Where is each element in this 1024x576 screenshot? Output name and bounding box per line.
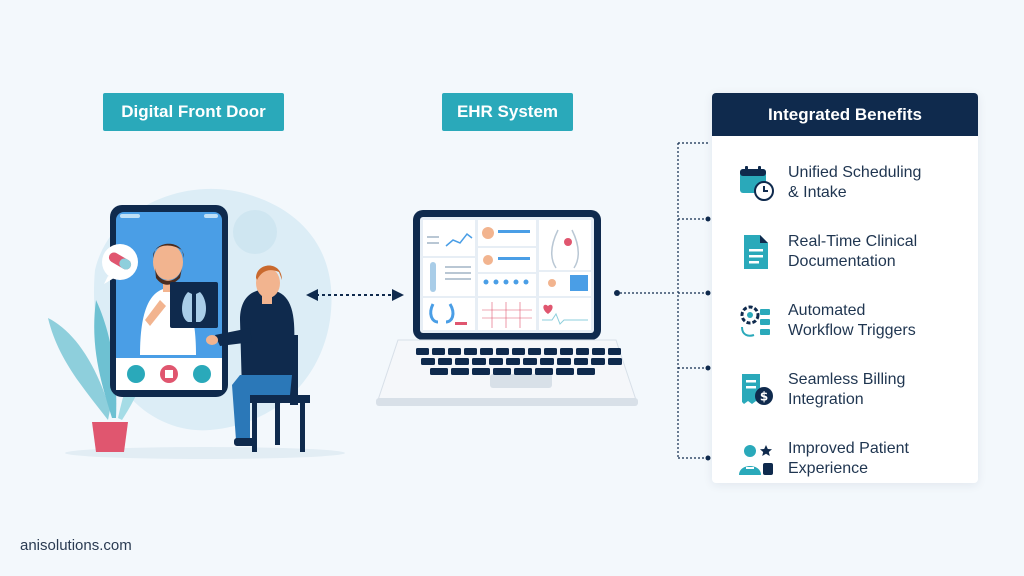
keyboard-key <box>523 358 537 365</box>
billing-receipt-icon: $ <box>742 374 773 405</box>
keyboard-key <box>560 348 573 355</box>
workflow-gear-icon <box>740 305 770 337</box>
footer-brand: anisolutions.com <box>20 537 132 554</box>
keyboard-key <box>576 348 589 355</box>
benefit-label: Seamless Billing Integration <box>788 371 906 408</box>
keyboard-key <box>592 348 605 355</box>
keyboard-key <box>512 348 525 355</box>
keyboard-key <box>472 368 490 375</box>
smartphone <box>110 205 228 397</box>
keyboard-key <box>432 348 445 355</box>
benefit-label: Real-Time Clinical Documentation <box>788 233 918 270</box>
svg-text:$: $ <box>760 390 768 404</box>
keyboard-key <box>438 358 452 365</box>
keyboard-key <box>416 348 429 355</box>
keyboard-key <box>430 368 448 375</box>
integrated-benefits-card: Integrated Benefits Unified Scheduling &… <box>712 93 978 483</box>
keyboard-key <box>577 368 595 375</box>
keyboard-key <box>591 358 605 365</box>
digital-front-door-label: Digital Front Door <box>103 93 284 131</box>
benefit-label: Unified Scheduling & Intake <box>788 164 922 201</box>
patient-on-chair <box>206 265 310 452</box>
keyboard-key <box>480 348 493 355</box>
keyboard-key <box>544 348 557 355</box>
benefit-label: Automated Workflow Triggers <box>788 302 916 339</box>
keyboard-key <box>472 358 486 365</box>
background-circle <box>233 210 277 254</box>
benefit-item: $ Seamless Billing Integration <box>712 360 978 420</box>
benefit-item: Automated Workflow Triggers <box>712 291 978 351</box>
benefit-label: Improved Patient Experience <box>788 440 909 477</box>
keyboard-key <box>556 368 574 375</box>
keyboard-key <box>514 368 532 375</box>
keyboard-key <box>421 358 435 365</box>
laptop <box>376 210 638 406</box>
keyboard <box>416 348 622 375</box>
connector-arrow <box>306 289 404 301</box>
keyboard-key <box>608 358 622 365</box>
keyboard-key <box>455 358 469 365</box>
keyboard-key <box>506 358 520 365</box>
keyboard-key <box>448 348 461 355</box>
medicine-bubble <box>102 244 138 284</box>
benefit-connectors <box>614 142 711 461</box>
benefits-title: Integrated Benefits <box>712 93 978 136</box>
keyboard-key <box>574 358 588 365</box>
patient-star-icon <box>739 445 773 475</box>
benefit-item: Unified Scheduling & Intake <box>712 153 978 213</box>
keyboard-key <box>464 348 477 355</box>
keyboard-key <box>451 368 469 375</box>
keyboard-key <box>557 358 571 365</box>
floor-shadow <box>65 447 345 459</box>
calendar-clock-icon <box>740 166 774 201</box>
document-icon <box>744 235 768 269</box>
keyboard-key <box>489 358 503 365</box>
keyboard-key <box>608 348 621 355</box>
keyboard-key <box>528 348 541 355</box>
benefit-item: Improved Patient Experience <box>712 429 978 483</box>
ehr-system-label: EHR System <box>442 93 573 131</box>
keyboard-key <box>540 358 554 365</box>
keyboard-key <box>496 348 509 355</box>
keyboard-key <box>493 368 511 375</box>
benefit-item: Real-Time Clinical Documentation <box>712 222 978 282</box>
keyboard-key <box>535 368 553 375</box>
